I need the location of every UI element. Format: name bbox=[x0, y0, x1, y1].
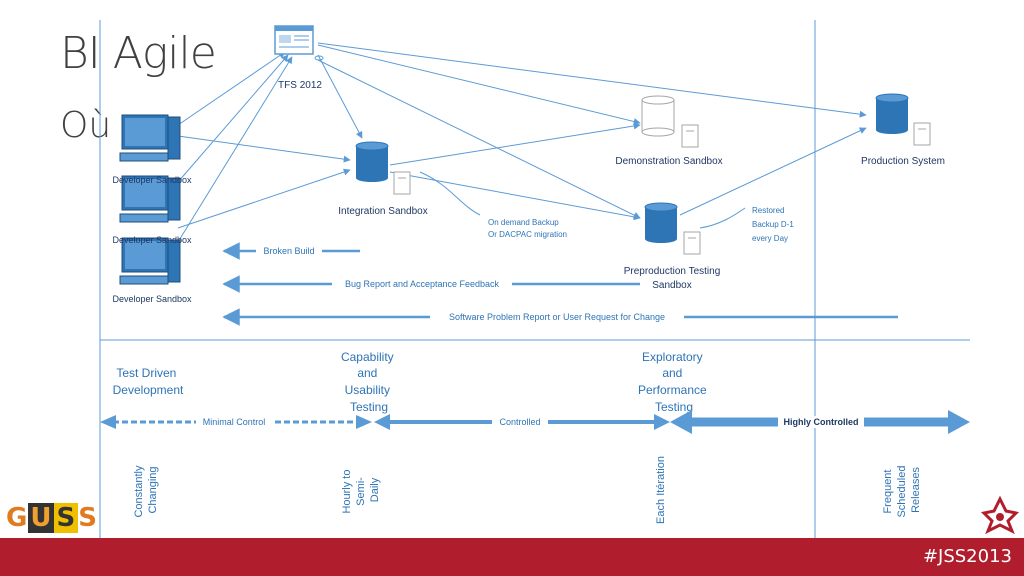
jss-emblem-icon bbox=[980, 495, 1020, 535]
software-problem-label: Software Problem Report or User Request … bbox=[449, 312, 665, 322]
developer-label-2: Developer Sandbox bbox=[112, 235, 192, 245]
tfs-server-icon bbox=[274, 25, 324, 61]
restored-note-3: every Day bbox=[752, 234, 788, 243]
tfs-to-preproduction-arrow bbox=[317, 59, 641, 219]
restored-note-2: Backup D-1 bbox=[752, 220, 794, 229]
minimal-control-label: Minimal Control bbox=[203, 417, 266, 427]
integration-label: Integration Sandbox bbox=[338, 206, 428, 217]
slide-subtitle: Où bbox=[60, 105, 112, 146]
dev1-to-tfs-arrow bbox=[177, 51, 286, 126]
demonstration-label: Demonstration Sandbox bbox=[615, 156, 722, 167]
preproduction-to-production-arrow bbox=[679, 127, 867, 216]
dev2-to-tfs-arrow bbox=[177, 54, 289, 183]
phase-tdd-label: Test Driven Development bbox=[113, 366, 184, 397]
production-label: Production System bbox=[861, 156, 945, 167]
tfs-to-integration-arrow bbox=[317, 54, 363, 139]
on-demand-note-1: On demand Backup bbox=[488, 218, 559, 227]
tfs-to-production-arrow bbox=[317, 42, 867, 118]
preproduction-label-2: Sandbox bbox=[652, 280, 691, 291]
dev3-to-integration-arrow bbox=[177, 168, 351, 229]
integration-to-demonstration-arrow bbox=[389, 122, 641, 166]
preproduction-database-icon bbox=[644, 202, 701, 255]
controlled-label: Controlled bbox=[499, 417, 540, 427]
integration-database-icon bbox=[355, 141, 411, 195]
frequency-hourly-label: Hourly to Semi- Daily bbox=[341, 466, 381, 513]
frequency-iteration-label: Each Itération bbox=[655, 456, 667, 524]
dev3-to-tfs-arrow bbox=[177, 56, 293, 243]
restored-note-1: Restored bbox=[752, 206, 784, 215]
demonstration-database-icon bbox=[641, 95, 699, 148]
developer-label-3: Developer Sandbox bbox=[112, 294, 192, 304]
developer-computer-icon-3 bbox=[119, 237, 181, 285]
on-demand-note-2: Or DACPAC migration bbox=[488, 230, 567, 239]
on-demand-callout-line bbox=[419, 171, 481, 216]
footer-bar: #JSS2013 bbox=[0, 538, 1024, 576]
frequency-constantly-label: Constantly Changing bbox=[133, 462, 159, 517]
developer-label-1: Developer Sandbox bbox=[112, 175, 192, 185]
developer-computer-icon-1 bbox=[119, 114, 181, 162]
slide-title: BI Agile bbox=[60, 28, 217, 79]
frequency-releases-label: Frequent Scheduled Releases bbox=[882, 462, 922, 517]
tfs-label: TFS 2012 bbox=[278, 80, 322, 91]
highly-controlled-label: Highly Controlled bbox=[784, 417, 859, 427]
phase-capability-label: Capability and Usability Testing bbox=[341, 350, 397, 414]
tfs-to-demonstration-arrow bbox=[317, 44, 641, 125]
hashtag-label: #JSS2013 bbox=[922, 546, 1012, 567]
developer-computer-icon-2 bbox=[119, 175, 181, 223]
dev1-to-integration-arrow bbox=[177, 135, 351, 163]
phase-exploratory-label: Exploratory and Performance Testing bbox=[638, 350, 710, 414]
restored-callout-line bbox=[699, 207, 746, 229]
bug-report-label: Bug Report and Acceptance Feedback bbox=[345, 279, 500, 289]
production-database-icon bbox=[875, 93, 931, 146]
integration-to-preproduction-arrow bbox=[389, 171, 641, 221]
preproduction-label-1: Preproduction Testing bbox=[624, 266, 721, 277]
broken-build-label: Broken Build bbox=[263, 246, 314, 256]
